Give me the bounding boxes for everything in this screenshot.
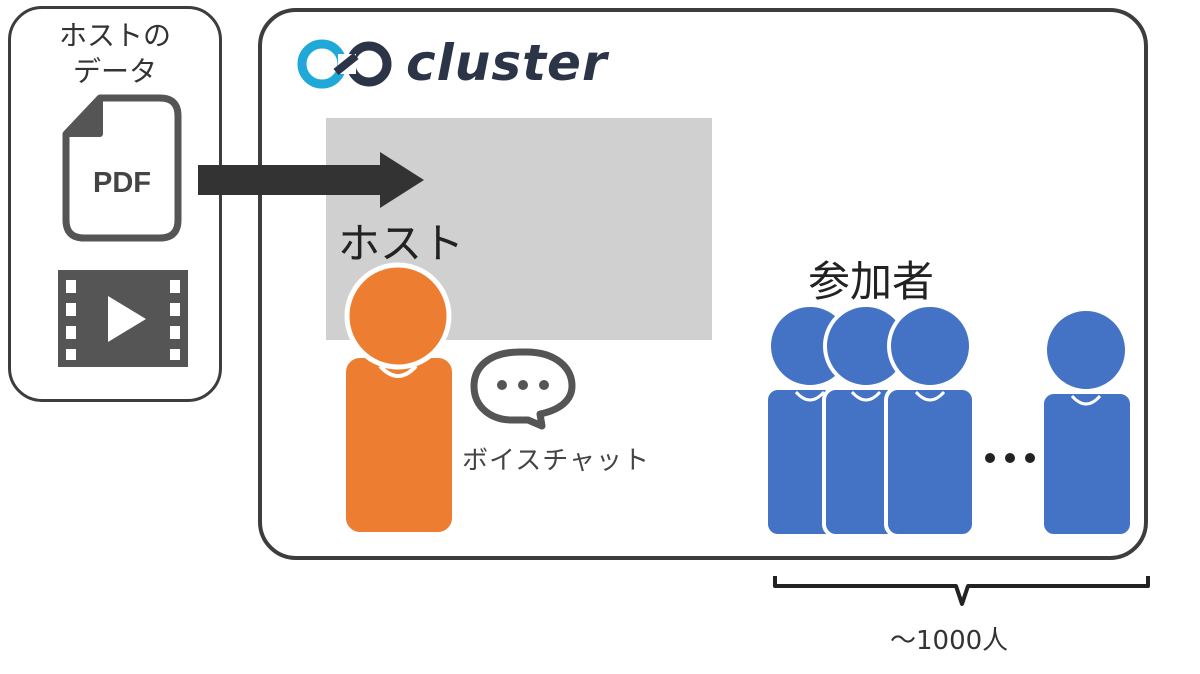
ellipsis-icon xyxy=(985,453,1035,463)
participants-label: 参加者 xyxy=(808,257,935,306)
speech-bubble-icon xyxy=(470,348,576,430)
brace-icon xyxy=(773,576,1150,606)
pdf-file-icon: PDF xyxy=(62,94,182,242)
cluster-logo-text: cluster xyxy=(406,34,608,92)
participant-count-label: 〜1000人 xyxy=(890,626,1009,656)
host-data-panel xyxy=(8,6,222,402)
host-data-label-line1: ホストの xyxy=(58,19,171,52)
host-label: ホスト xyxy=(338,219,465,268)
host-data-label: ホストの データ xyxy=(8,18,222,90)
host-data-label-line2: データ xyxy=(72,55,157,88)
cluster-space-panel xyxy=(258,8,1148,560)
video-icon xyxy=(58,270,188,367)
arrow-icon xyxy=(198,152,424,208)
participant-avatar-4 xyxy=(1040,307,1134,538)
cluster-logo-icon xyxy=(297,39,392,89)
host-avatar xyxy=(342,262,456,536)
pdf-icon-text: PDF xyxy=(93,167,151,199)
participant-avatar-3 xyxy=(884,303,976,538)
voice-chat-label: ボイスチャット xyxy=(462,446,650,476)
